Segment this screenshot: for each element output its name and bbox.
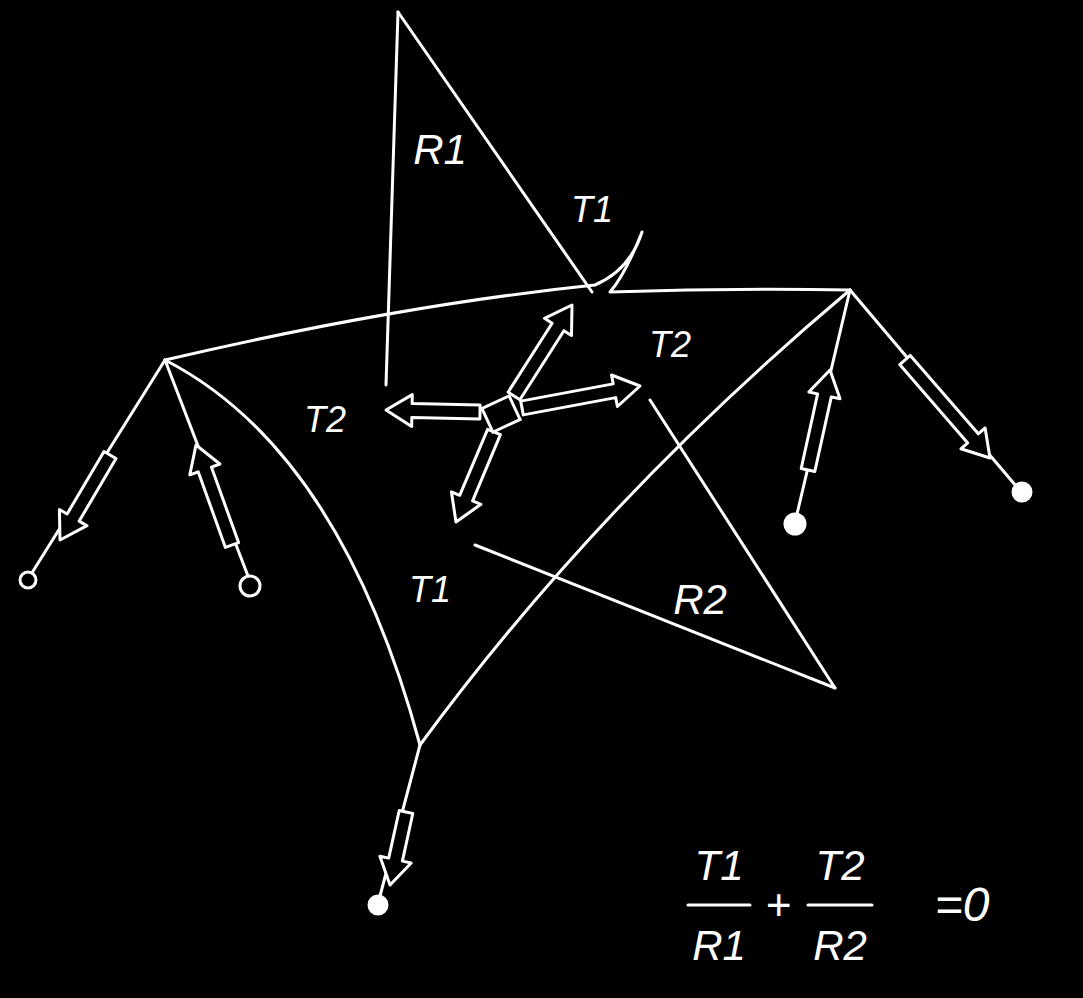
force-arrow — [508, 305, 572, 400]
anchor-point — [1013, 483, 1031, 501]
tie-cable — [30, 360, 165, 576]
membrane-edge — [420, 290, 850, 745]
anchor-point — [785, 514, 805, 534]
tension-label: T1 — [409, 572, 451, 608]
force-arrow — [59, 452, 116, 541]
tie-cable — [850, 290, 1016, 486]
radius-line — [386, 12, 398, 385]
force-arrow — [521, 375, 640, 415]
anchor-point — [20, 572, 36, 588]
force-arrow — [451, 429, 500, 522]
radius-label: R1 — [413, 129, 467, 171]
anchor-point — [240, 576, 260, 596]
force-arrow — [190, 445, 239, 547]
mast — [165, 360, 248, 576]
formula-term: T1 — [694, 845, 743, 887]
formula-term: R1 — [692, 925, 746, 967]
force-arrow — [380, 811, 413, 886]
membrane-edge — [165, 232, 850, 360]
radius-line — [475, 545, 835, 688]
force-arrow — [801, 370, 840, 472]
tension-label: T2 — [304, 402, 346, 438]
radius-line — [398, 12, 592, 292]
force-arrow — [386, 395, 480, 427]
tension-label: T2 — [649, 327, 691, 363]
mast — [797, 290, 850, 514]
fraction-bar — [688, 904, 750, 907]
force-arrow — [900, 355, 990, 458]
tie-cable — [380, 745, 420, 896]
formula-term: T2 — [815, 845, 864, 887]
membrane-element — [482, 396, 520, 432]
tension-label: T1 — [571, 192, 613, 228]
membrane-edge — [165, 360, 420, 745]
formula-operator: + — [765, 883, 791, 927]
anchor-point — [369, 896, 387, 914]
radius-label: R2 — [673, 579, 727, 621]
formula-term: R2 — [813, 925, 867, 967]
fraction-bar — [808, 904, 872, 907]
formula-term: =0 — [935, 881, 990, 929]
